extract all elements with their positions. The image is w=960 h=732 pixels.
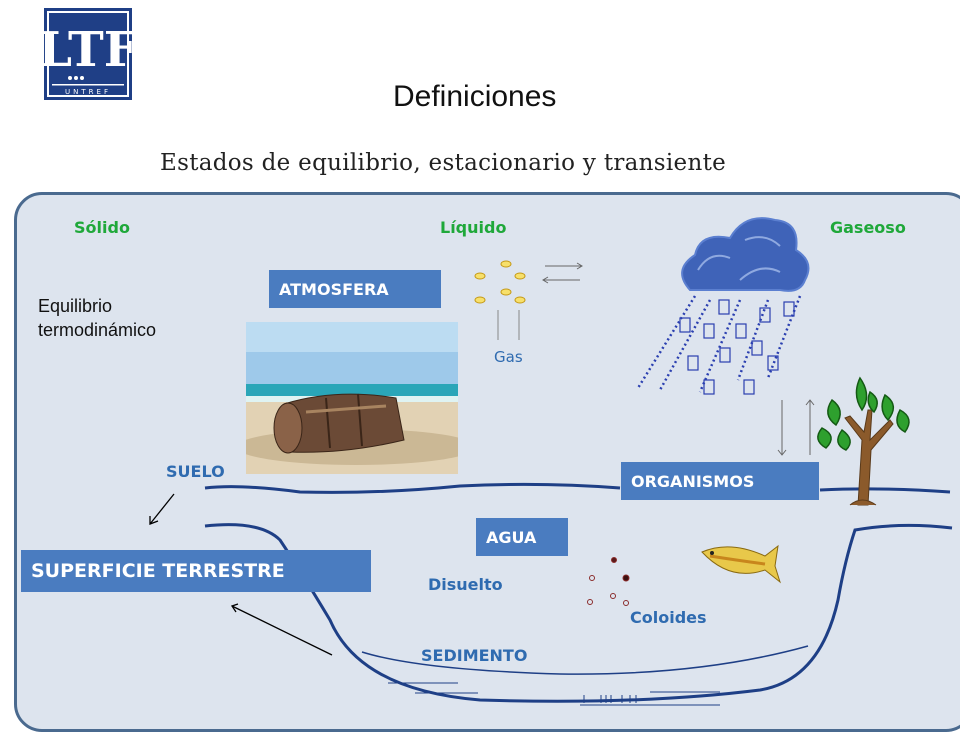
sediment-line (361, 645, 809, 675)
land-surface-box: SUPERFICIE TERRESTRE (21, 550, 371, 592)
gas-label: Gas (494, 348, 523, 366)
barrel-photo (246, 322, 458, 474)
equilibrium-label: Equilibrio termodinámico (38, 296, 157, 340)
fish-icon (701, 544, 781, 584)
dissolved-label: Disuelto (428, 575, 503, 594)
arrow-icon (149, 493, 333, 656)
sediment-marks (388, 682, 720, 706)
colloids-label: Coloides (630, 608, 707, 627)
page-subtitle: Estados de equilibrio, estacionario y tr… (160, 150, 727, 176)
state-solid-label: Sólido (74, 218, 130, 237)
exchange-arrows (542, 262, 583, 284)
sediment-label: SEDIMENTO (421, 646, 528, 665)
logo-icon: LTF UNTREF (44, 8, 132, 100)
cloud-icon (681, 217, 810, 292)
liquid-droplets (474, 260, 526, 304)
state-liquid-label: Líquido (440, 218, 507, 237)
soil-label: SUELO (166, 462, 225, 481)
tree-icon (817, 376, 910, 506)
state-gas-label: Gaseoso (830, 218, 906, 237)
rain-icon (636, 295, 802, 393)
ground-line-right (819, 487, 951, 494)
svg-text:LTF: LTF (44, 22, 132, 78)
atmosphere-box: ATMOSFERA (269, 270, 441, 308)
organisms-box: ORGANISMOS (621, 462, 819, 500)
svg-text:UNTREF: UNTREF (65, 88, 111, 96)
colloid-particles (587, 557, 630, 606)
water-box: AGUA (476, 518, 568, 556)
rain-boxes (679, 299, 795, 395)
ground-line-left (204, 482, 621, 494)
